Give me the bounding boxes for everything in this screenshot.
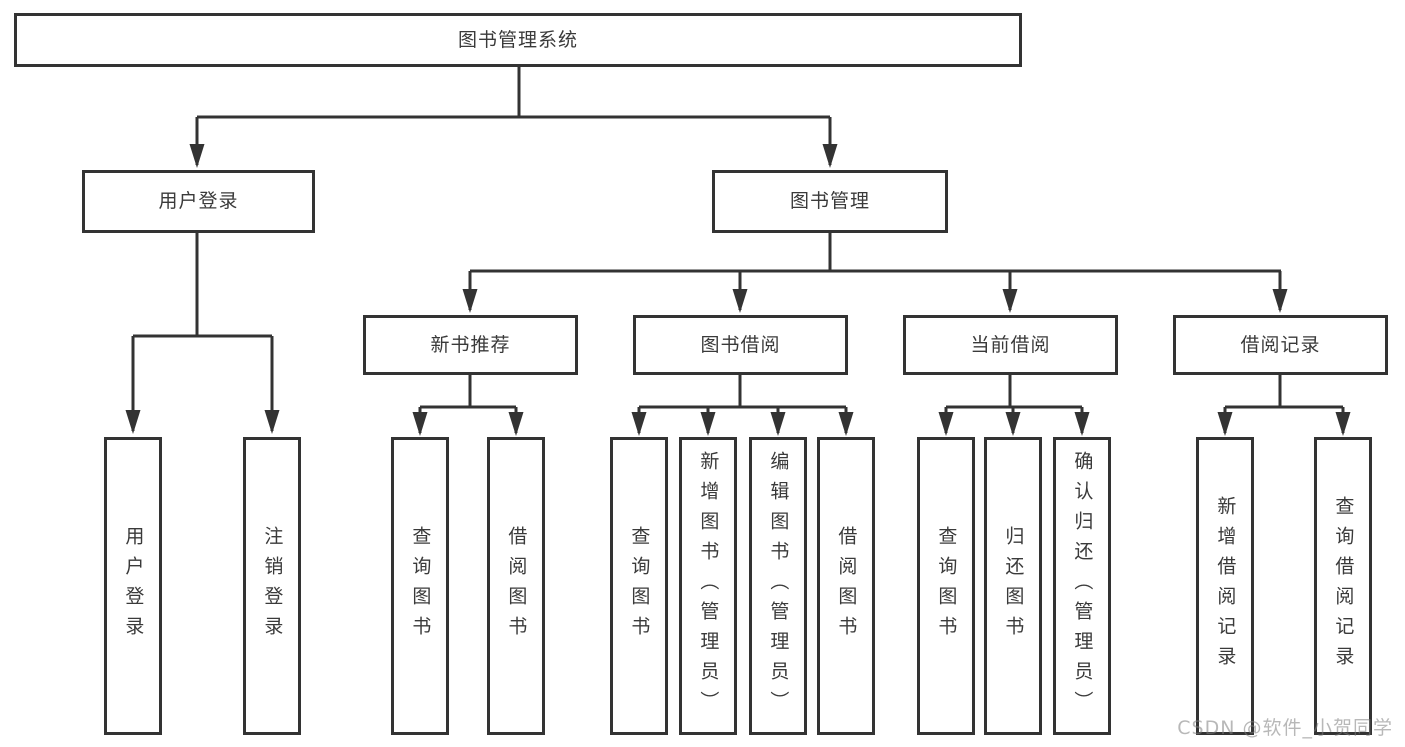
node-user-login: 用户登录 [82, 170, 315, 233]
connector-segments [125, 67, 1351, 436]
leaf-user-login: 用户登录 [104, 437, 162, 735]
leaf-user-login-label: 用户登录 [122, 526, 145, 646]
leaf-query-books-recommend: 查询图书 [391, 437, 449, 735]
leaf-add-borrow-record: 新增借阅记录 [1196, 437, 1254, 735]
leaf-edit-book-admin-label: 编辑图书（管理员） [767, 451, 790, 721]
leaf-query-borrow-record-label: 查询借阅记录 [1332, 496, 1355, 676]
node-root: 图书管理系统 [14, 13, 1022, 67]
leaf-confirm-return-admin: 确认归还（管理员） [1053, 437, 1111, 735]
leaf-add-book-admin-label: 新增图书（管理员） [697, 451, 720, 721]
watermark: CSDN @软件_小贺同学 [1177, 717, 1393, 739]
leaf-add-borrow-record-label: 新增借阅记录 [1214, 496, 1237, 676]
leaf-borrow-books: 借阅图书 [817, 437, 875, 735]
leaf-return-books: 归还图书 [984, 437, 1042, 735]
leaf-query-books-current: 查询图书 [917, 437, 975, 735]
leaf-query-books-recommend-label: 查询图书 [409, 526, 432, 646]
node-book-management: 图书管理 [712, 170, 948, 233]
leaf-edit-book-admin: 编辑图书（管理员） [749, 437, 807, 735]
leaf-query-books-current-label: 查询图书 [935, 526, 958, 646]
leaf-borrow-books-label: 借阅图书 [835, 526, 858, 646]
leaf-return-books-label: 归还图书 [1002, 526, 1025, 646]
node-borrow-records: 借阅记录 [1173, 315, 1388, 375]
node-new-book-recommend: 新书推荐 [363, 315, 578, 375]
node-book-borrow: 图书借阅 [633, 315, 848, 375]
leaf-query-borrow-record: 查询借阅记录 [1314, 437, 1372, 735]
leaf-query-books-borrow: 查询图书 [610, 437, 668, 735]
leaf-confirm-return-admin-label: 确认归还（管理员） [1071, 451, 1094, 721]
leaf-logout-label: 注销登录 [261, 526, 284, 646]
leaf-query-books-borrow-label: 查询图书 [628, 526, 651, 646]
leaf-borrow-books-recommend: 借阅图书 [487, 437, 545, 735]
leaf-add-book-admin: 新增图书（管理员） [679, 437, 737, 735]
leaf-borrow-books-recommend-label: 借阅图书 [505, 526, 528, 646]
node-current-borrow: 当前借阅 [903, 315, 1118, 375]
leaf-logout: 注销登录 [243, 437, 301, 735]
